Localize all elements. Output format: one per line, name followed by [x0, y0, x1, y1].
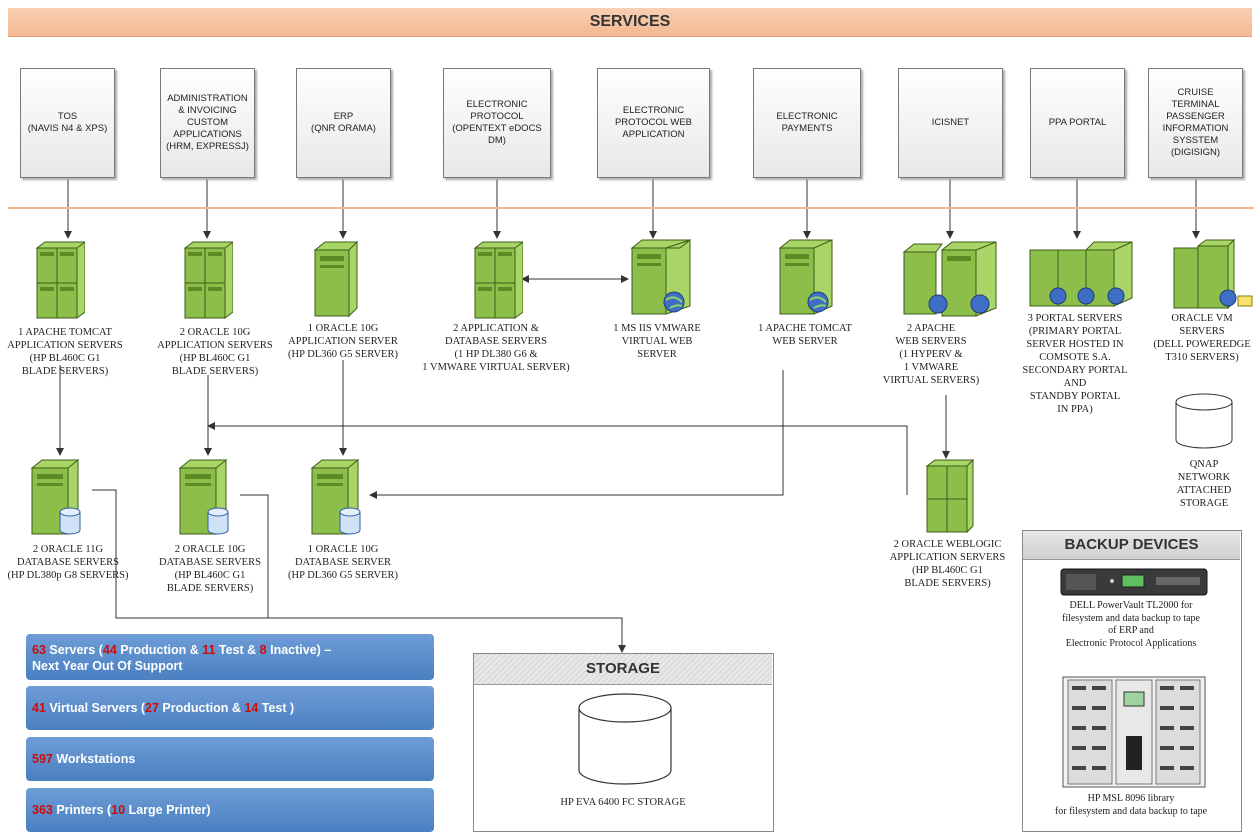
- service-icisnet: ICISNET: [898, 68, 1003, 178]
- service-ppa-portal: PPA PORTAL: [1030, 68, 1125, 178]
- database-server-icon: [178, 458, 229, 536]
- portal-servers-icon: [1029, 241, 1133, 307]
- app-server-caption-oracle-vm: ORACLE VM SERVERS (DELL POWEREDGE T310 S…: [1153, 313, 1251, 363]
- tape-library-icon: [1062, 676, 1206, 788]
- backup-device1-caption: DELL PowerVault TL2000 for filesystem an…: [1061, 600, 1200, 649]
- service-admin-invoicing: ADMINISTRATION & INVOICING CUSTOM APPLIC…: [160, 68, 255, 178]
- app-server-caption-portal: 3 PORTAL SERVERS (PRIMARY PORTAL SERVER …: [1022, 313, 1128, 415]
- servers-stat-bar: 63 Servers (44 Production & 11 Test & 8 …: [26, 634, 434, 680]
- backup-devices-title: BACKUP DEVICES: [1023, 531, 1240, 560]
- service-cruise-terminal: CRUISE TERMINAL PASSENGER INFORMATION SY…: [1148, 68, 1243, 178]
- web-server-icon: [778, 239, 833, 315]
- app-server-caption-tomcat-web: 1 APACHE TOMCAT WEB SERVER: [758, 323, 852, 347]
- services-banner: SERVICES: [8, 8, 1252, 37]
- storage-caption: HP EVA 6400 FC STORAGE: [560, 797, 686, 808]
- service-erp: ERP (QNR ORAMA): [296, 68, 391, 178]
- printers-stat-bar: 363 Printers (10 Large Printer): [26, 788, 434, 832]
- qnap-caption: QNAP NETWORK ATTACHED STORAGE: [1176, 459, 1232, 509]
- service-electronic-payments: ELECTRONIC PAYMENTS: [753, 68, 861, 178]
- oracle-vm-servers-icon: [1173, 238, 1253, 310]
- database-server-icon: [30, 458, 81, 536]
- db-server-caption-weblogic: 2 ORACLE WEBLOGIC APPLICATION SERVERS (H…: [889, 539, 1006, 589]
- storage-cylinder-icon: [578, 693, 672, 785]
- database-server-icon: [310, 458, 361, 536]
- web-server-icon: [630, 239, 692, 315]
- backup-device2-caption: HP MSL 8096 library for filesystem and d…: [1054, 793, 1208, 817]
- blade-server-icon: [35, 241, 85, 319]
- qnap-storage-icon: [1175, 393, 1233, 449]
- weblogic-blade-server-icon: [925, 458, 975, 534]
- db-server-caption-oracle11g: 2 ORACLE 11G DATABASE SERVERS (HP DL380p…: [7, 544, 129, 581]
- workstations-stat-bar: 597 Workstations: [26, 737, 434, 781]
- app-server-caption-admin: 2 ORACLE 10G APPLICATION SERVERS (HP BL4…: [157, 327, 273, 377]
- db-server-caption-oracle10g-dl360: 1 ORACLE 10G DATABASE SERVER (HP DL360 G…: [288, 544, 398, 581]
- app-server-caption-edocs: 2 APPLICATION & DATABASE SERVERS (1 HP D…: [422, 323, 570, 373]
- app-server-caption-iis: 1 MS IIS VMWARE VIRTUAL WEB SERVER: [613, 323, 701, 360]
- service-electronic-protocol: ELECTRONIC PROTOCOL (OPENTEXT eDOCS DM): [443, 68, 551, 178]
- blade-server-icon: [183, 241, 233, 319]
- tier-separator: [8, 207, 1254, 209]
- service-electronic-protocol-web: ELECTRONIC PROTOCOL WEB APPLICATION: [597, 68, 710, 178]
- db-server-caption-oracle10g-blade: 2 ORACLE 10G DATABASE SERVERS (HP BL460C…: [159, 544, 261, 594]
- tower-server-icon: [313, 240, 359, 318]
- app-server-caption-icisnet: 2 APACHE WEB SERVERS (1 HYPERV & 1 VMWAR…: [882, 323, 980, 386]
- web-servers-icon: [902, 241, 997, 317]
- virtual-servers-stat-bar: 41 Virtual Servers (27 Production & 14 T…: [26, 686, 434, 730]
- storage-title: STORAGE: [474, 654, 772, 685]
- service-tos: TOS (NAVIS N4 & XPS): [20, 68, 115, 178]
- blade-server-icon: [473, 241, 523, 319]
- app-server-caption-erp: 1 ORACLE 10G APPLICATION SERVER (HP DL36…: [288, 323, 398, 360]
- tape-autoloader-icon: [1060, 568, 1208, 596]
- app-server-caption-tos: 1 APACHE TOMCAT APPLICATION SERVERS (HP …: [7, 327, 123, 377]
